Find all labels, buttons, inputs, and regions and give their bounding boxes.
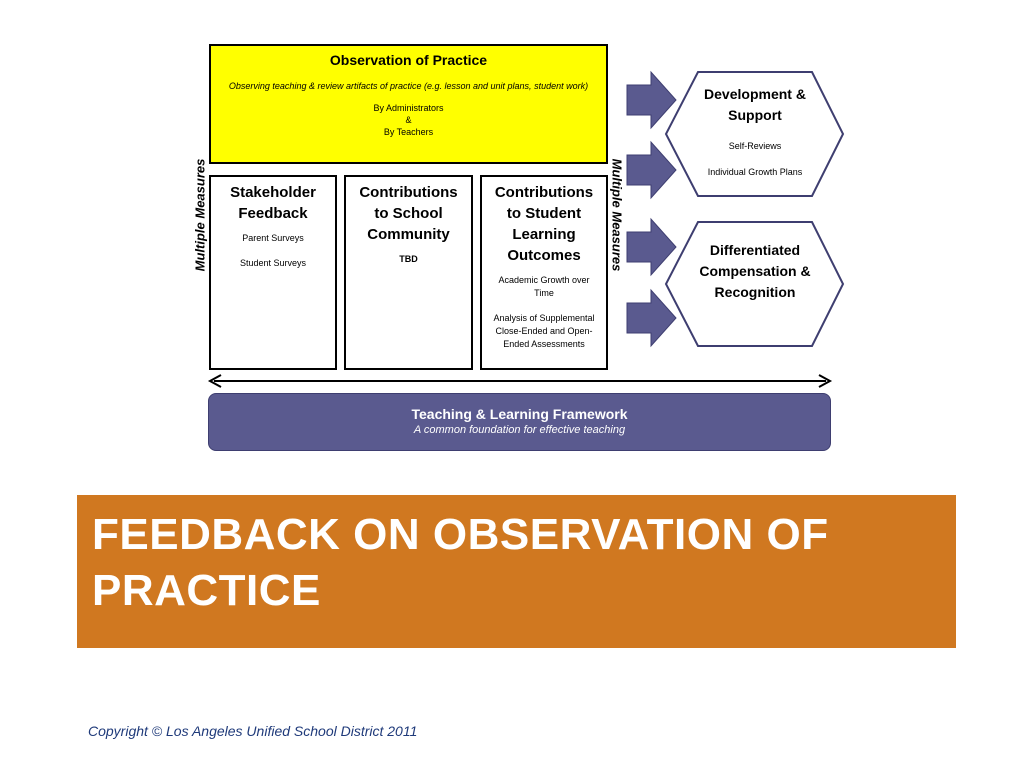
- stakeholder-feedback-title: Stakeholder Feedback: [230, 184, 316, 222]
- self-reviews: Self-Reviews: [728, 141, 782, 151]
- development-support-title: Development & Support: [704, 86, 806, 123]
- arrow-right-icon: [626, 217, 677, 277]
- student-learning-title: Contributions to Student Learning Outcom…: [494, 184, 594, 264]
- compensation-recognition-title: Differentiated Compensation & Recognitio…: [699, 242, 811, 300]
- copyright-notice: Copyright © Los Angeles Unified School D…: [88, 723, 418, 739]
- observation-title: Observation of Practice: [329, 52, 488, 68]
- hexagon-compensation-recognition: [664, 221, 845, 347]
- teaching-learning-framework-bar: Teaching & Learning Framework A common f…: [208, 393, 831, 451]
- school-community-title: Contributions to School Community: [359, 184, 458, 243]
- development-support-text: Development & Support Self-Reviews Indiv…: [680, 84, 830, 178]
- observation-of-practice-box: Observation of Practice Observing teachi…: [209, 44, 608, 164]
- school-community-tbd: TBD: [399, 254, 418, 264]
- hexagon-development-support: [664, 71, 845, 197]
- arrow-right-head-icon: [818, 374, 833, 388]
- arrow-left-head-icon: [207, 374, 222, 388]
- framework-title: Teaching & Learning Framework: [411, 406, 628, 422]
- student-learning-box: Contributions to Student Learning Outcom…: [480, 175, 608, 370]
- arrow-right-icon: [626, 140, 677, 200]
- individual-growth-plans: Individual Growth Plans: [707, 167, 803, 177]
- slide-title: FEEDBACK ON OBSERVATION OF PRACTICE: [92, 510, 829, 615]
- observation-description: Observing teaching & review artifacts of…: [228, 81, 589, 91]
- school-community-box: Contributions to School Community TBD: [344, 175, 473, 370]
- observation-by: By Administrators & By Teachers: [211, 102, 606, 138]
- framework-subtitle: A common foundation for effective teachi…: [413, 424, 626, 436]
- observation-by-administrators: By Administrators: [373, 103, 444, 113]
- observation-by-ampersand: &: [405, 115, 412, 125]
- multiple-measures-right-label: Multiple Measures: [609, 158, 625, 272]
- academic-growth: Academic Growth over Time: [498, 275, 590, 298]
- multiple-measures-left-label: Multiple Measures: [192, 158, 208, 272]
- stakeholder-feedback-box: Stakeholder Feedback Parent Surveys Stud…: [209, 175, 337, 370]
- parent-surveys: Parent Surveys: [242, 233, 304, 243]
- observation-by-teachers: By Teachers: [383, 127, 434, 137]
- supplemental-assessments: Analysis of Supplemental Close-Ended and…: [493, 313, 595, 349]
- arrow-right-icon: [626, 70, 677, 130]
- slide-title-banner: FEEDBACK ON OBSERVATION OF PRACTICE: [77, 495, 956, 648]
- arrow-right-icon: [626, 288, 677, 348]
- compensation-recognition-text: Differentiated Compensation & Recognitio…: [680, 240, 830, 303]
- student-surveys: Student Surveys: [239, 258, 307, 268]
